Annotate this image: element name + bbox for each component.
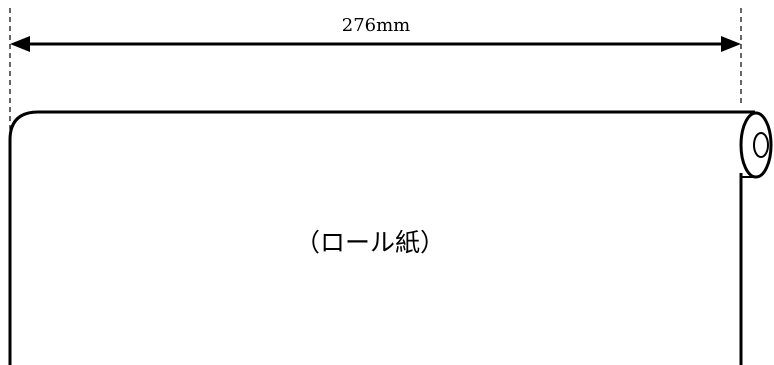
dimension-arrow — [10, 36, 741, 52]
roll-core — [753, 132, 769, 158]
dimension-label: 276mm — [342, 15, 411, 36]
paper-label: （ロール紙） — [295, 228, 445, 257]
paper-sheet-outline — [8, 110, 755, 365]
paper-roll — [739, 111, 773, 179]
arrowhead-right — [721, 36, 741, 52]
arrowhead-left — [10, 36, 30, 52]
